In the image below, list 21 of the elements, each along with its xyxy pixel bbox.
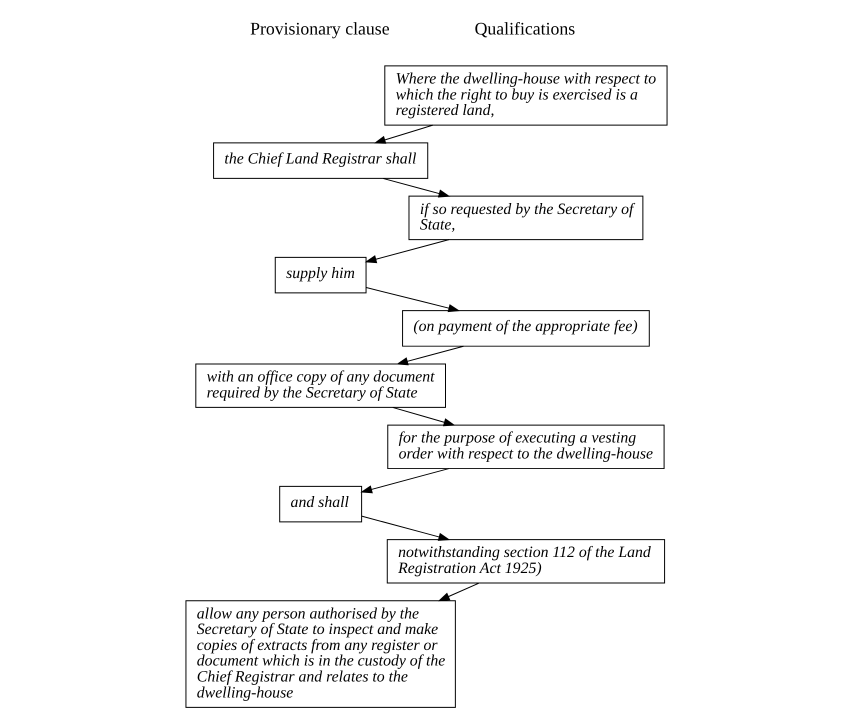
arrow (366, 287, 460, 312)
node-box: notwithstanding section 112 of the Land Registration Act 1925) (386, 539, 666, 584)
node-box: supply him (274, 256, 367, 294)
node-box: with an office copy of any document required by the Secretary of State (195, 363, 446, 408)
node-box: (on payment of the appropriate fee) (402, 310, 650, 347)
arrow (361, 516, 450, 541)
label: Qualifications (474, 18, 576, 39)
arrow (374, 124, 434, 144)
arrow (382, 178, 450, 198)
node-box: for the purpose of executing a vesting order with respect to the dwelling-house (387, 424, 665, 470)
arrow (392, 406, 456, 426)
arrow (364, 239, 450, 264)
node-box: the Chief Land Registrar shall (213, 142, 428, 179)
arrow (360, 468, 450, 494)
node-box: and shall (279, 486, 362, 522)
node-box: allow any person authorised by the Secretary of State to inspect and make copies of extracts from any register or document which is in the custody of the Chief Registrar and relates to the dwelling-house (185, 600, 456, 708)
arrow (396, 346, 464, 366)
label: Provisionary clause (250, 18, 390, 39)
node-box: Where the dwelling-house with respect to which the right to buy is exercised is a registered land, (384, 65, 668, 126)
node-box: if so requested by the Secretary of State, (408, 196, 644, 240)
arrow (438, 582, 480, 602)
